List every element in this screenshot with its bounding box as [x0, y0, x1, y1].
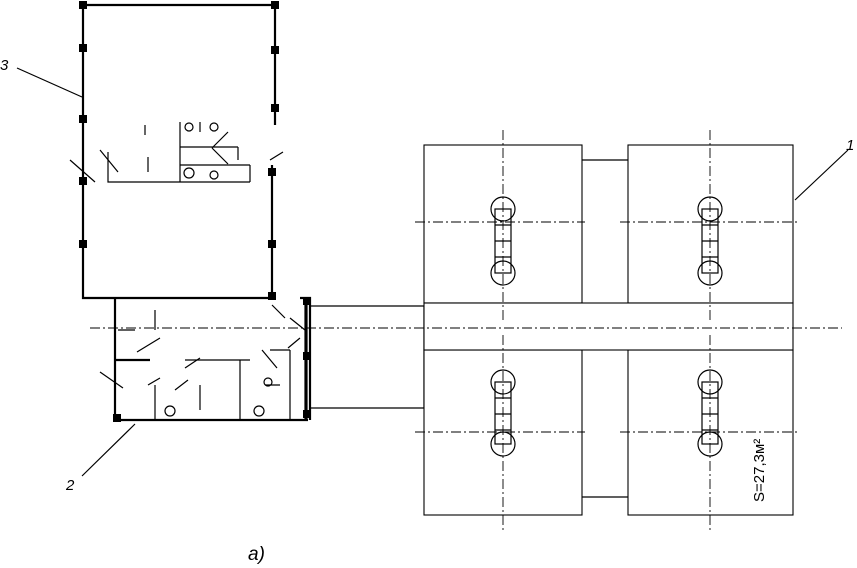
label-building-2: 2 [65, 477, 75, 494]
area-label: S=27,3м² [751, 439, 768, 502]
fixture-bottom-right [697, 369, 723, 457]
label-building-3: 3 [0, 57, 9, 74]
leader-line-2 [81, 423, 136, 477]
fixture-top-left [490, 196, 516, 286]
corridor-cell [423, 302, 794, 351]
building-2 [99, 296, 312, 422]
figure-caption: а) [248, 544, 265, 565]
leader-line-1 [794, 149, 849, 201]
fixture-top-right [697, 196, 723, 286]
cell-top-right [627, 144, 794, 304]
fixture-bottom-left [490, 369, 516, 457]
leader-line-3 [16, 67, 83, 98]
module-1 [415, 130, 800, 530]
building-3 [69, 1, 284, 300]
label-module-1: 1 [846, 137, 854, 154]
